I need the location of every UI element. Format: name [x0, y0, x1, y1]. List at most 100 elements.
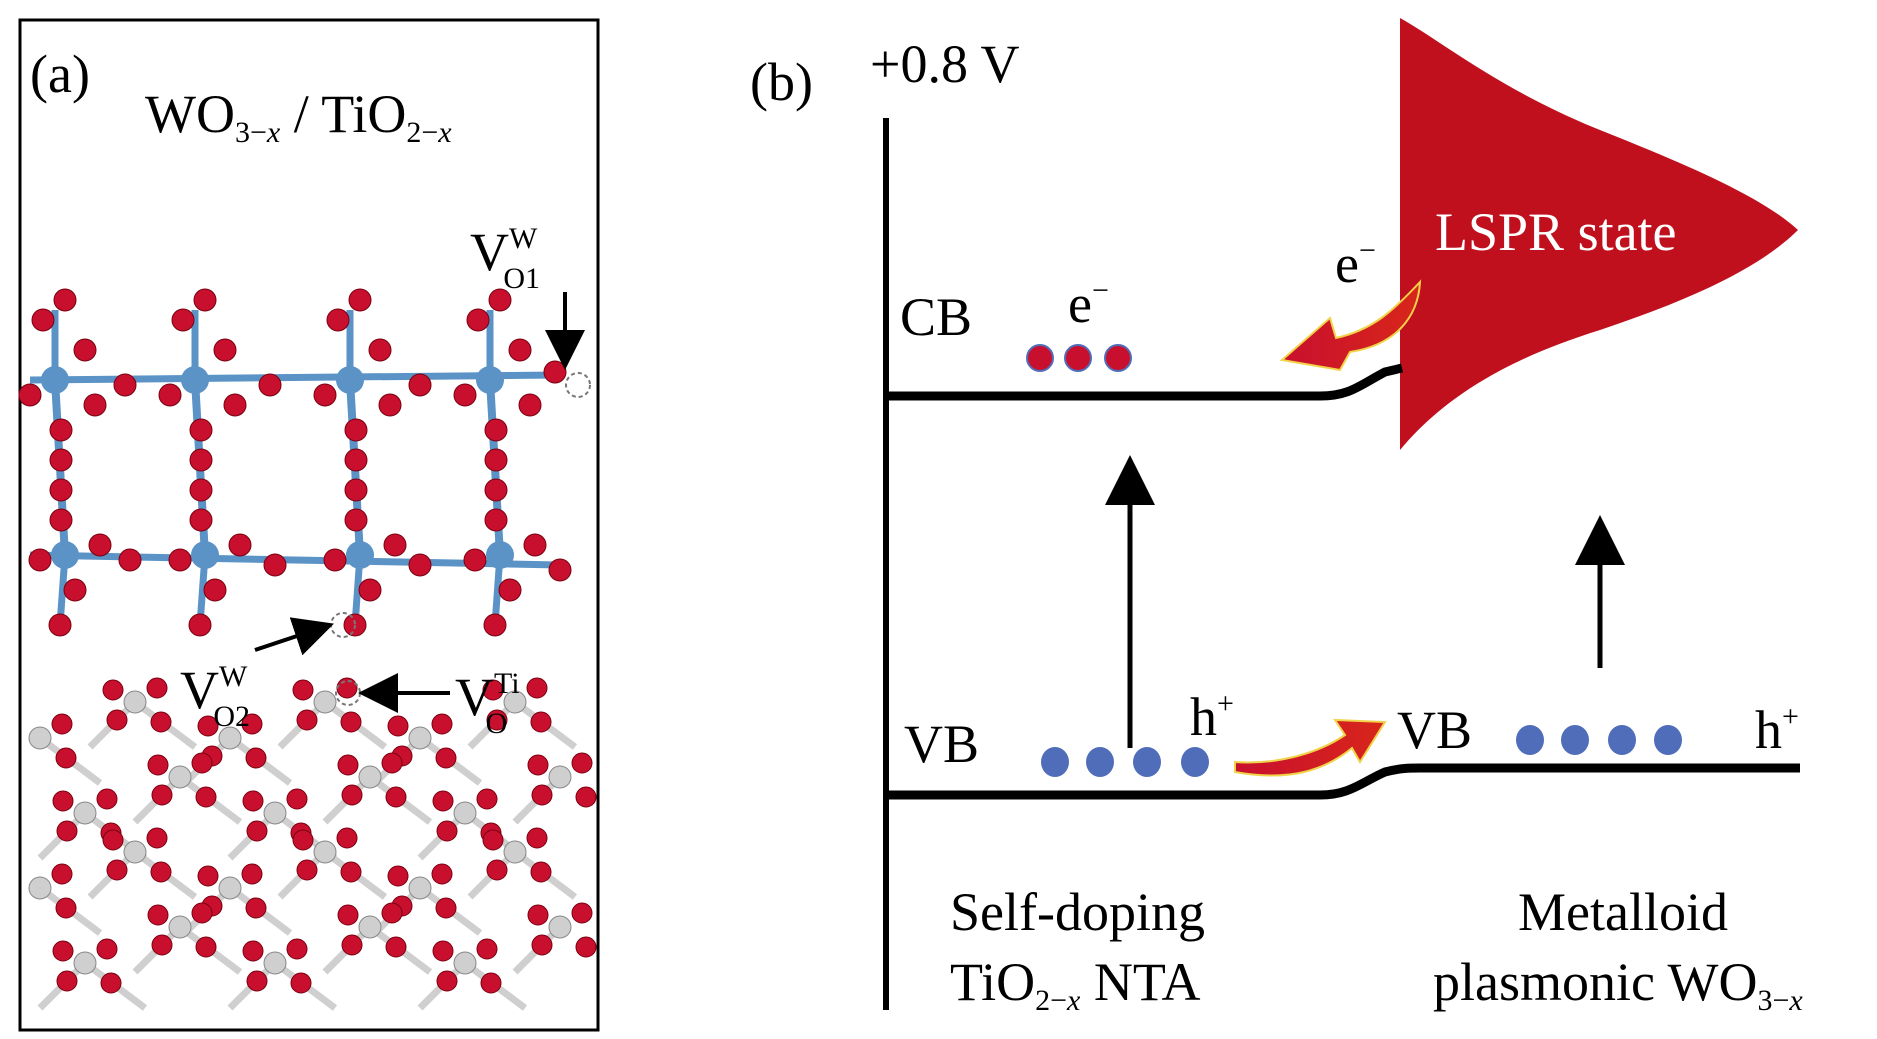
oxygen-atom: [151, 784, 173, 806]
oxygen-atom: [344, 508, 368, 532]
cb-label: CB: [900, 287, 972, 347]
oxygen-atom: [55, 747, 77, 769]
oxygen-atom: [518, 393, 542, 417]
oxygen-atom: [296, 859, 318, 881]
oxygen-atom: [83, 393, 107, 417]
oxygen-atom: [151, 934, 173, 956]
oxygen-atom: [381, 902, 403, 924]
hole-transfer-arrow: [1234, 718, 1387, 777]
oxygen-atom: [344, 418, 368, 442]
panel-a-frame: [18, 18, 600, 1032]
vacancy-vo1-marker: [565, 372, 591, 398]
oxygen-atom: [436, 820, 458, 842]
oxygen-atom: [571, 902, 593, 924]
oxygen-atom: [18, 383, 42, 407]
oxygen-atom: [193, 288, 217, 312]
left-material-line2: TiO2−x NTA: [950, 952, 1201, 1017]
oxygen-atom: [28, 548, 52, 572]
vb-left-holes: [1041, 747, 1209, 777]
oxygen-atom: [63, 578, 87, 602]
oxygen-atom: [242, 940, 264, 962]
oxygen-atom: [96, 938, 118, 960]
oxygen-atom: [246, 970, 268, 992]
oxygen-atom: [147, 904, 169, 926]
oxygen-atom: [326, 308, 350, 332]
oxygen-atom: [344, 448, 368, 472]
titanium-atom: [503, 690, 527, 714]
oxygen-atom: [486, 709, 508, 731]
oxygen-atom: [385, 786, 407, 808]
tio2-crystal-structure: [28, 677, 597, 1011]
oxygen-atom: [197, 715, 219, 737]
oxygen-atom: [51, 713, 73, 735]
oxygen-atom: [245, 747, 267, 769]
electron-dot: [1104, 344, 1132, 372]
tungsten-atom: [191, 541, 219, 569]
oxygen-atom: [466, 308, 490, 332]
oxygen-atom: [378, 393, 402, 417]
oxygen-atom: [263, 553, 287, 577]
oxygen-atom: [49, 448, 73, 472]
titanium-atom: [73, 801, 97, 825]
oxygen-atom: [340, 711, 362, 733]
oxygen-atom: [436, 970, 458, 992]
oxygen-atom: [484, 508, 508, 532]
oxygen-atom: [296, 709, 318, 731]
oxygen-atom: [203, 578, 227, 602]
titanium-atom: [548, 765, 572, 789]
titanium-atom: [313, 690, 337, 714]
conduction-band-line: [888, 363, 1404, 401]
oxygen-atom: [168, 548, 192, 572]
wo3-crystal-structure: [18, 288, 572, 637]
vb-left-hole-label: h+: [1190, 687, 1234, 747]
oxygen-atom: [385, 936, 407, 958]
oxygen-atom: [323, 548, 347, 572]
oxygen-atom: [530, 861, 552, 883]
oxygen-atom: [245, 897, 267, 919]
oxygen-atom: [73, 338, 97, 362]
titanium-atom: [358, 915, 382, 939]
oxygen-atom: [147, 754, 169, 776]
oxygen-atom: [358, 578, 382, 602]
vb-right-label: VB: [1397, 700, 1472, 760]
oxygen-atom: [49, 478, 73, 502]
titanium-atom: [123, 840, 147, 864]
oxygen-atom: [431, 713, 453, 735]
oxygen-atom: [526, 827, 548, 849]
oxygen-atom: [488, 288, 512, 312]
oxygen-atom: [387, 715, 409, 737]
oxygen-atom: [191, 902, 213, 924]
tungsten-atom: [181, 366, 209, 394]
panel-b: (b) +0.8 V LSPR state CB e− e− VB VB h+ …: [750, 18, 1803, 1017]
oxygen-atom: [286, 788, 308, 810]
oxygen-atom: [381, 752, 403, 774]
oxygen-atom: [527, 754, 549, 776]
titanium-atom: [453, 951, 477, 975]
vb-right-hole-label: h+: [1755, 700, 1799, 760]
titanium-atom: [218, 726, 242, 750]
tungsten-atom: [476, 366, 504, 394]
titanium-atom: [408, 876, 432, 900]
lspr-state-shape: [1400, 18, 1798, 450]
oxygen-atom: [213, 338, 237, 362]
hole-dot: [1133, 747, 1161, 777]
left-material-line1: Self-doping: [950, 882, 1205, 942]
oxygen-atom: [337, 904, 359, 926]
oxygen-atom: [484, 478, 508, 502]
oxygen-atom: [337, 754, 359, 776]
oxygen-atom: [171, 308, 195, 332]
panel-b-label: (b): [750, 52, 813, 112]
oxygen-atom: [476, 938, 498, 960]
lspr-state-label: LSPR state: [1435, 202, 1677, 262]
oxygen-atom: [387, 865, 409, 887]
hole-dot: [1181, 747, 1209, 777]
oxygen-atom: [435, 897, 457, 919]
lspr-electron-label: e−: [1335, 234, 1376, 294]
titanium-atom: [73, 951, 97, 975]
oxygen-atom: [96, 788, 118, 810]
